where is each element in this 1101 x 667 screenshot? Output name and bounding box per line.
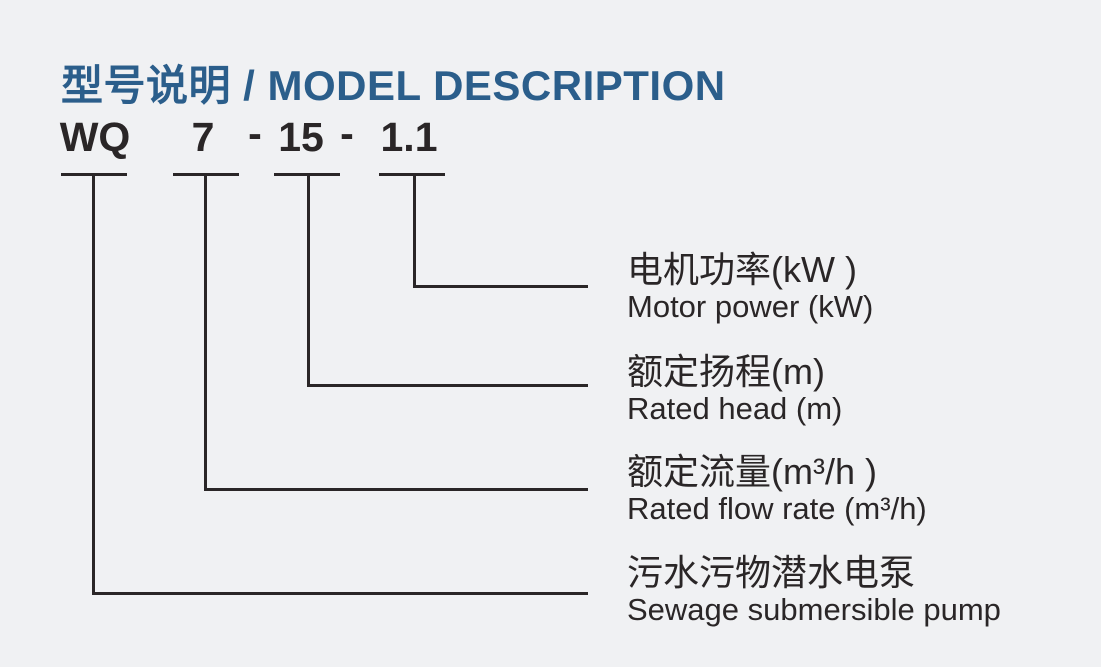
underline-flow <box>173 173 239 176</box>
model-code-power: 1.1 <box>380 114 438 160</box>
underline-series <box>61 173 127 176</box>
model-code-head: 15 <box>278 114 324 160</box>
label-motor-power-en: Motor power (kW) <box>627 289 874 324</box>
label-rated-head-zh: 额定扬程(m) <box>627 351 825 392</box>
underline-head <box>274 173 340 176</box>
connector-line-power <box>413 176 588 288</box>
label-motor-power: 电机功率(kW ) Motor power (kW) <box>627 249 874 324</box>
label-rated-head: 额定扬程(m) Rated head (m) <box>627 351 843 426</box>
connector-line-head <box>307 176 588 387</box>
label-sewage-pump-en: Sewage submersible pump <box>627 592 1001 627</box>
page-title: 型号说明 / MODEL DESCRIPTION <box>61 62 726 109</box>
connector-line-flow <box>204 176 588 491</box>
model-code-flow: 7 <box>191 114 215 160</box>
dash-separator: - <box>248 110 262 156</box>
label-rated-flow-zh: 额定流量(m³/h ) <box>627 451 877 492</box>
label-rated-flow: 额定流量(m³/h ) Rated flow rate (m³/h) <box>627 451 927 526</box>
dash-separator: - <box>340 110 354 156</box>
label-sewage-pump-zh: 污水污物潜水电泵 <box>627 552 916 593</box>
connector-line-series <box>92 176 588 595</box>
model-code-series: WQ <box>59 114 131 160</box>
label-sewage-pump: 污水污物潜水电泵 Sewage submersible pump <box>627 552 1001 627</box>
label-motor-power-zh: 电机功率(kW ) <box>627 249 857 290</box>
label-rated-head-en: Rated head (m) <box>627 391 843 426</box>
label-rated-flow-en: Rated flow rate (m³/h) <box>627 491 927 526</box>
underline-power <box>379 173 445 176</box>
